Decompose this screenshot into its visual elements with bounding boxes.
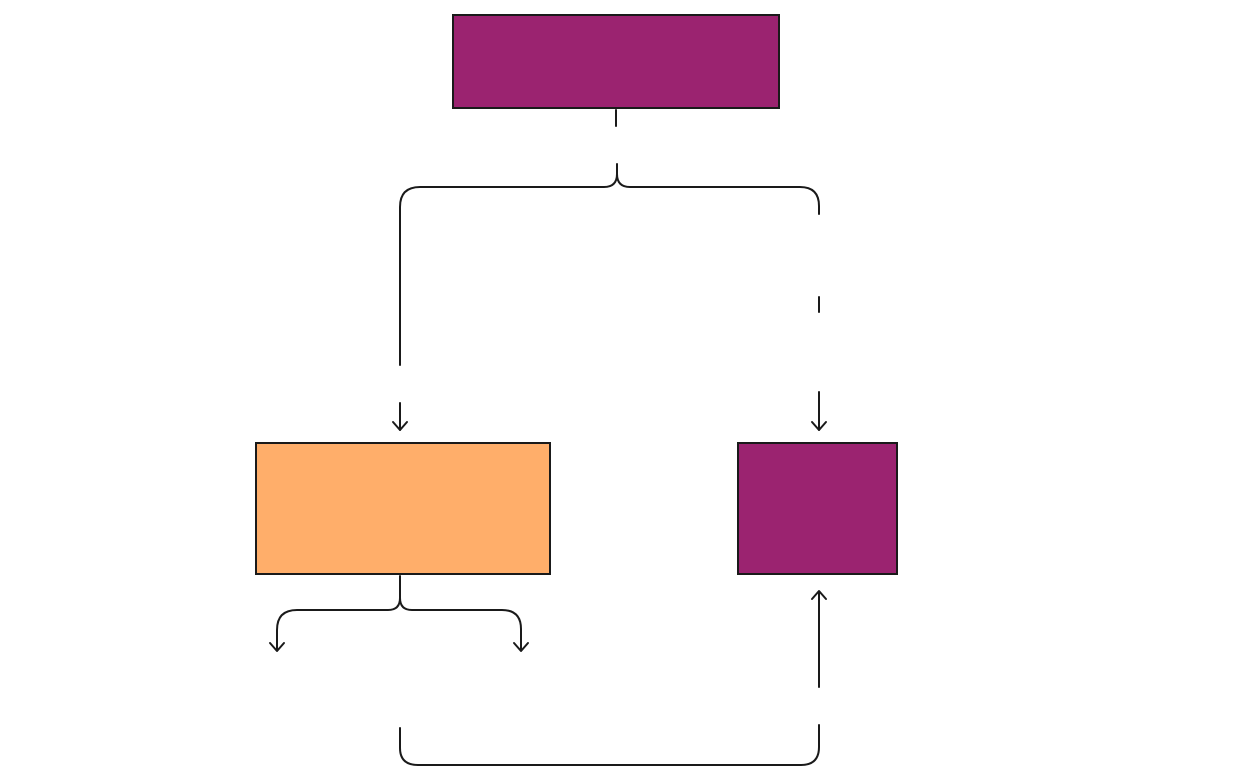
right-branch-arrowhead bbox=[811, 421, 827, 431]
left-node bbox=[255, 442, 551, 575]
left-node-split-brace bbox=[276, 575, 522, 651]
bottom-loop-arrowhead bbox=[811, 590, 827, 600]
leaf-left-arrowhead bbox=[269, 642, 285, 652]
left-node-box bbox=[255, 442, 551, 575]
top-split-brace bbox=[399, 163, 820, 366]
leaf-right-arrowhead bbox=[513, 642, 529, 652]
bottom-loop-line bbox=[399, 724, 820, 766]
right-node-box bbox=[737, 442, 898, 575]
top-node bbox=[452, 14, 780, 109]
left-branch-arrowhead bbox=[392, 421, 408, 431]
top-node-box bbox=[452, 14, 780, 109]
right-node bbox=[737, 442, 898, 575]
